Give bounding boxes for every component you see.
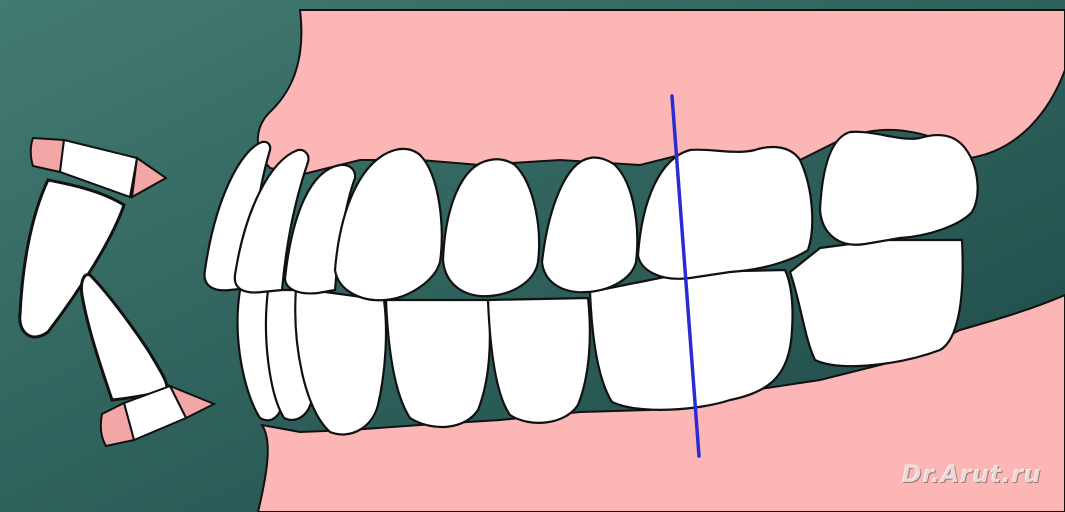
watermark-text: Dr.Arut.ru xyxy=(902,460,1041,488)
upper-molar-1 xyxy=(638,147,812,279)
lower-molar-2 xyxy=(790,240,963,366)
inset-upper-gum-front xyxy=(31,138,64,172)
lower-premolar-2 xyxy=(488,298,590,423)
